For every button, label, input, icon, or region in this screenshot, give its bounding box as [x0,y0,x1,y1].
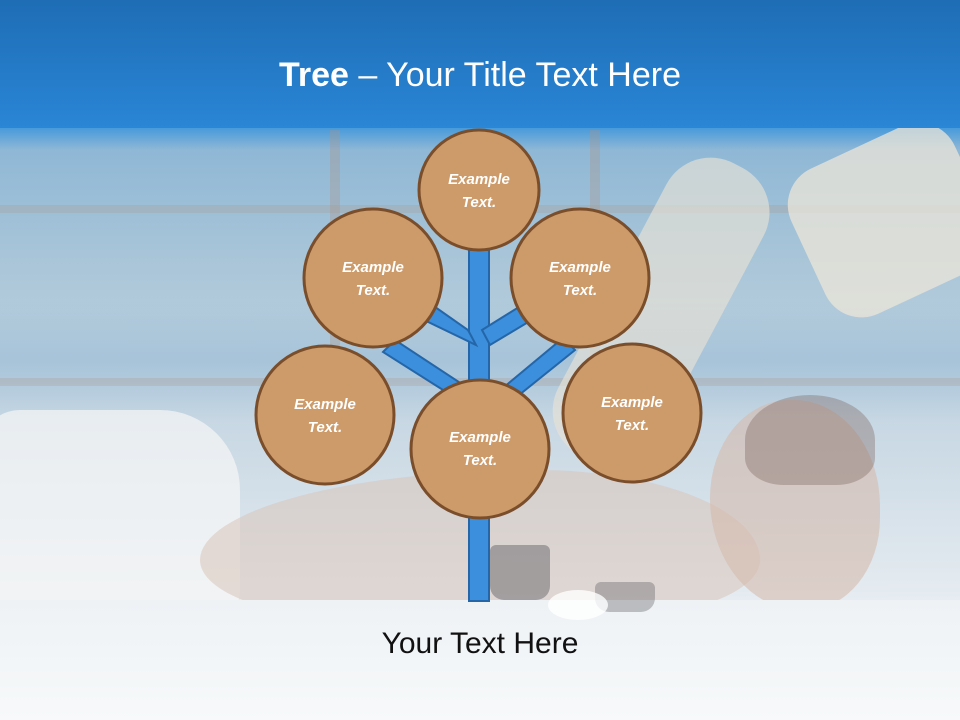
background-towel [0,410,240,630]
tree-node-top[interactable] [417,128,541,252]
background-sheet [0,600,960,720]
slide-title[interactable]: Tree – Your Title Text Here [0,55,960,95]
tree-node-lower-right[interactable] [561,342,703,484]
footer-text[interactable]: Your Text Here [381,627,579,660]
node-label-line: Text. [562,282,598,299]
title-band [0,0,960,128]
tree-node-upper-left-label: Example Text. [303,256,443,302]
tree-node-upper-right[interactable] [509,207,651,349]
node-label-line: Text. [307,419,343,436]
tree-node-lower-right-label: Example Text. [562,391,702,437]
background-flower [548,590,608,620]
slide-title-rest: – Your Title Text Here [348,56,681,94]
tree-node-center[interactable] [409,378,551,520]
slide-title-bold: Tree [279,56,349,94]
background-bowl [490,545,550,600]
node-label-line: Example [294,396,356,413]
node-label-line: Text. [614,417,650,434]
tree-nodes [254,128,703,520]
node-label-line: Text. [355,282,391,299]
node-label-line: Example [448,171,510,188]
tree-node-center-label: Example Text. [410,426,550,472]
tree-node-upper-right-label: Example Text. [510,256,650,302]
tree-node-lower-left[interactable] [254,344,396,486]
node-label-line: Text. [462,452,498,469]
node-label-line: Text. [461,194,497,211]
node-label-line: Example [449,429,511,446]
background-head [710,400,880,610]
tree-node-upper-left[interactable] [302,207,444,349]
node-label-line: Example [549,259,611,276]
tree-node-top-label: Example Text. [409,168,549,214]
background-hair [745,395,875,485]
node-label-line: Example [342,259,404,276]
tree-node-lower-left-label: Example Text. [255,393,395,439]
node-label-line: Example [601,394,663,411]
